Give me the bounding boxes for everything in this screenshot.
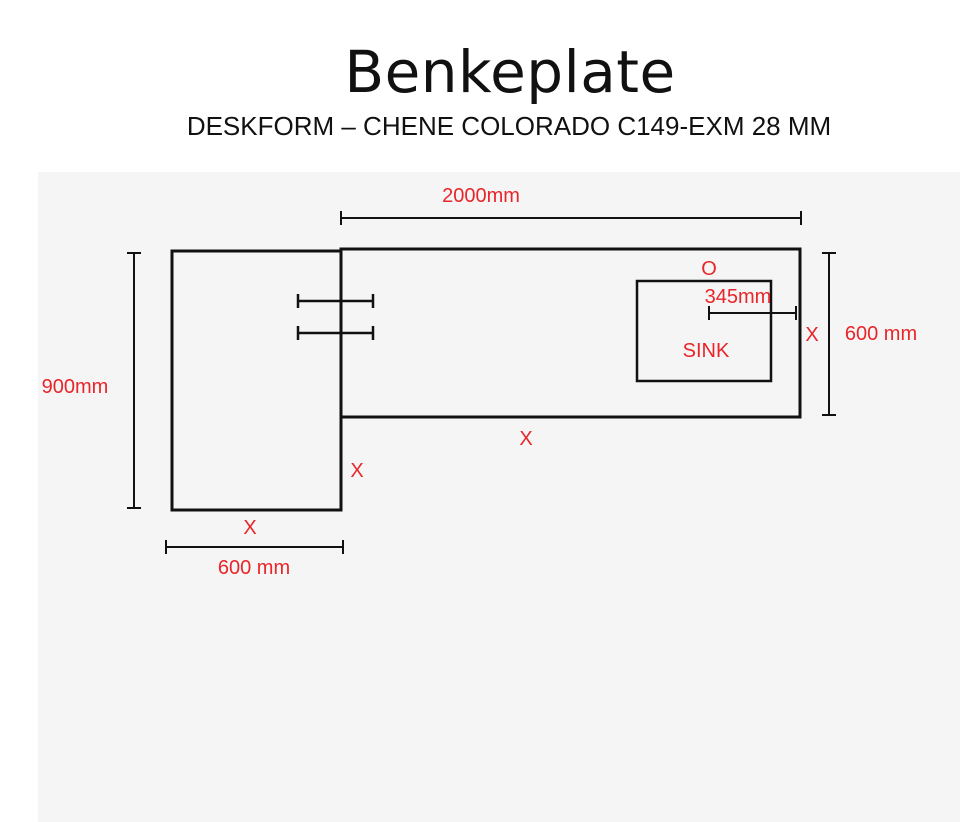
left-panel-outline bbox=[170, 249, 343, 512]
label-900mm: 900mm bbox=[42, 376, 109, 398]
drawing-background bbox=[38, 172, 960, 822]
edge-marker-main-bottom: X bbox=[519, 428, 532, 450]
label-600mm-bottom: 600 mm bbox=[218, 557, 290, 579]
label-2000mm: 2000mm bbox=[442, 185, 520, 207]
joint-marks bbox=[296, 294, 375, 340]
label-345mm: 345mm bbox=[705, 286, 772, 308]
dimension-line-2000 bbox=[340, 211, 802, 225]
sink-cutout bbox=[635, 279, 773, 383]
dimension-line-900 bbox=[127, 252, 141, 509]
dimension-line-345 bbox=[708, 306, 797, 320]
edge-marker-inner-vertical: X bbox=[350, 460, 363, 482]
page-title: Benkeplate bbox=[344, 38, 676, 106]
page-subtitle: DESKFORM – CHENE COLORADO C149-EXM 28 MM bbox=[186, 111, 832, 141]
label-sink: SINK bbox=[683, 340, 730, 362]
marker-hole: O bbox=[701, 258, 717, 280]
dimension-line-600-right bbox=[822, 252, 836, 416]
edge-marker-right: X bbox=[805, 324, 818, 346]
main-panel-outline bbox=[339, 247, 802, 419]
label-600mm-right: 600 mm bbox=[845, 323, 917, 345]
dimension-line-600-bottom bbox=[165, 540, 344, 554]
edge-marker-left-bottom: X bbox=[243, 517, 256, 539]
